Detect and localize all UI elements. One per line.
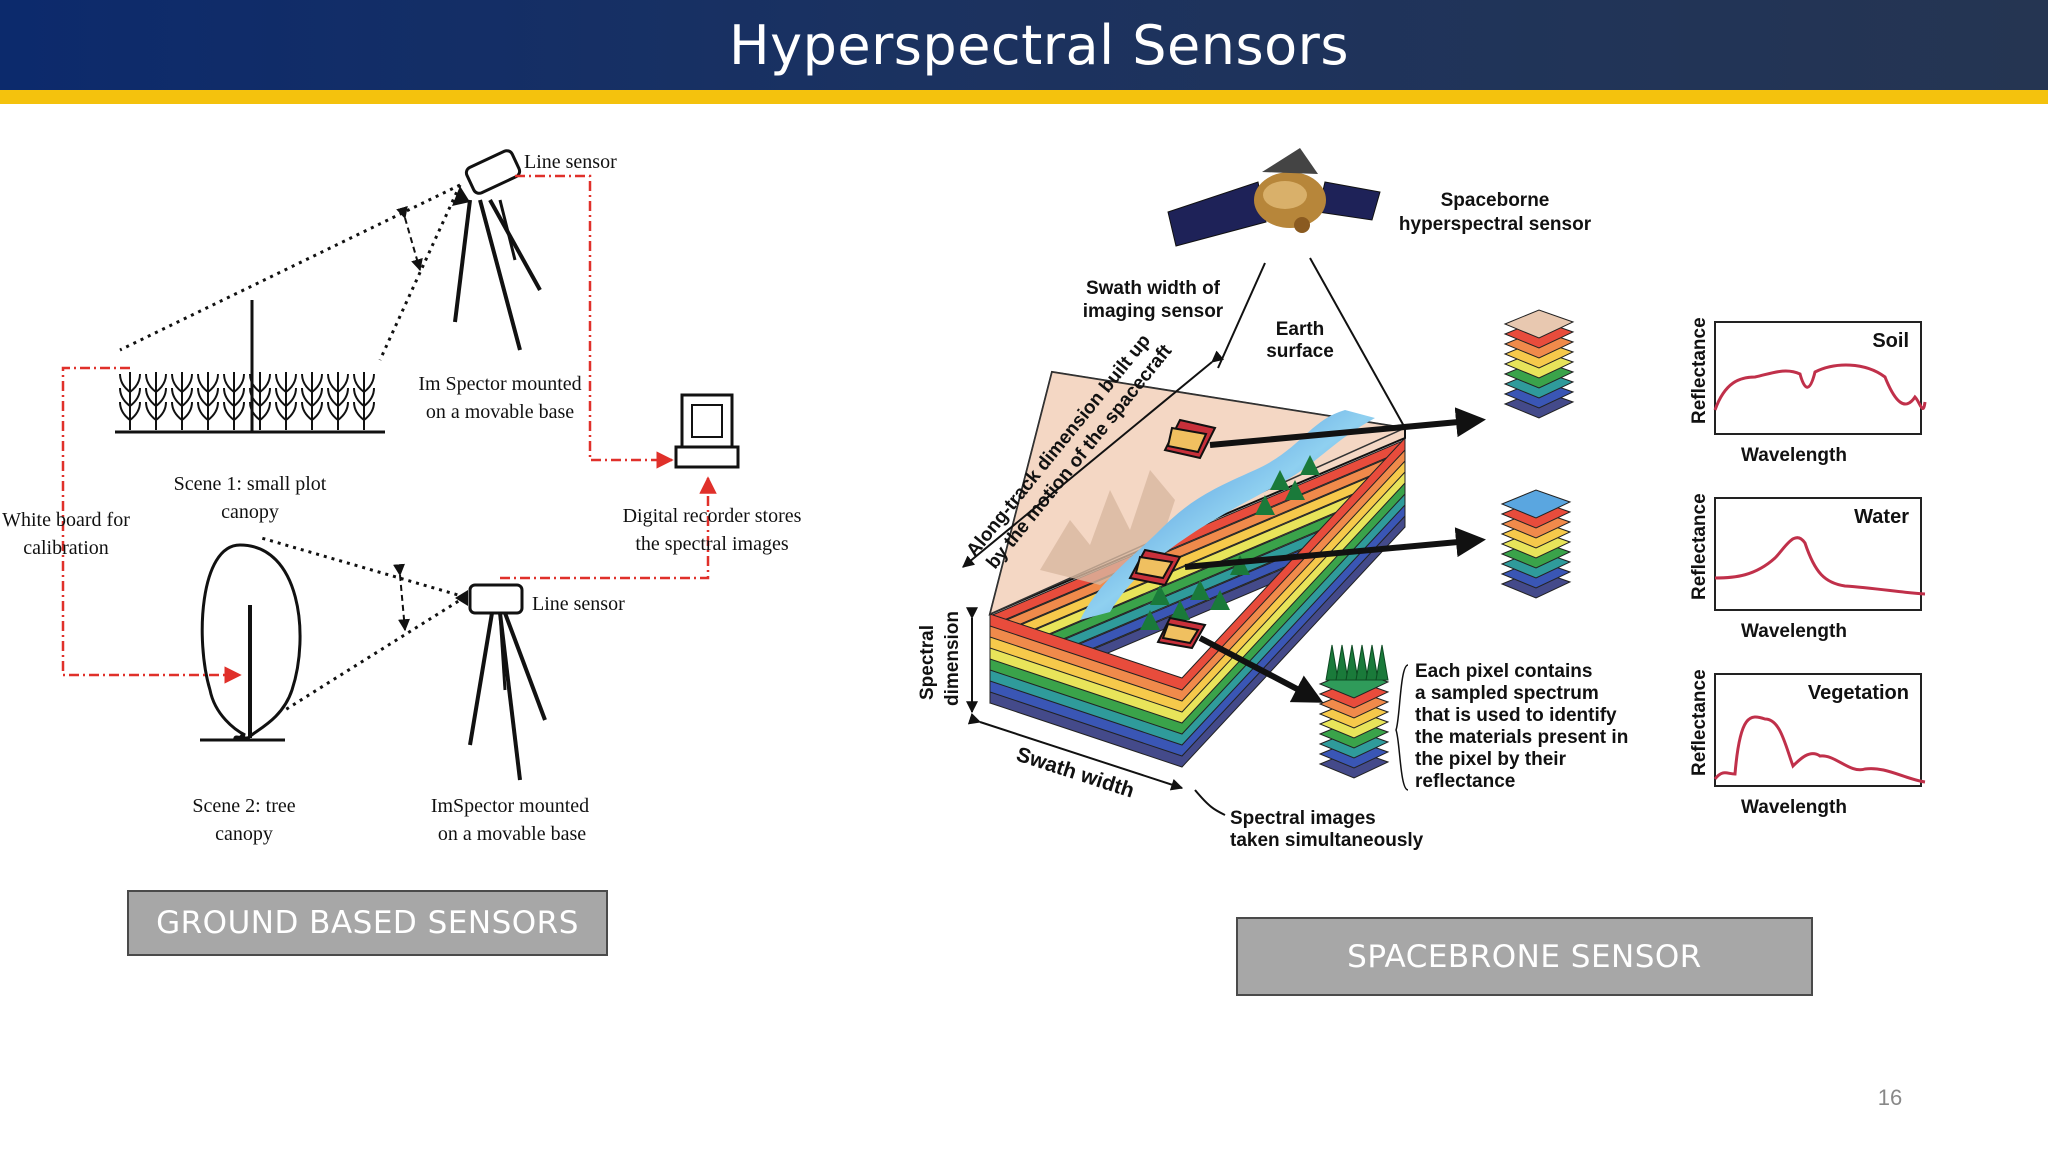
spectral-images-label-1: Spectral images xyxy=(1230,808,1376,829)
imspector-top-label-1: Im Spector mounted xyxy=(418,373,581,395)
scene2-label-2: canopy xyxy=(215,823,273,845)
white-board-label-2: calibration xyxy=(23,537,109,559)
slide-title: Hyperspectral Sensors xyxy=(729,13,1349,77)
spectrum-ylabel: Reflectance xyxy=(1689,317,1710,424)
crop-canopy-graphic xyxy=(119,372,375,430)
ground-diagram: Line sensor Im Spector mounted on a mova… xyxy=(2,149,802,845)
crop-plant xyxy=(171,372,193,430)
line-sensor-bottom-label: Line sensor xyxy=(532,593,625,615)
spectrum-label: Water xyxy=(1854,506,1909,528)
pixel-note-3: that is used to identify xyxy=(1415,705,1617,726)
satellite-graphic xyxy=(1167,148,1381,247)
vegetation-pixel-stack xyxy=(1318,644,1390,779)
scene1-label-2: canopy xyxy=(221,501,279,523)
crop-plant xyxy=(353,372,375,430)
spectral-dimension-label-1: Spectral xyxy=(917,625,938,700)
digital-recorder-label-1: Digital recorder stores xyxy=(623,505,802,527)
imspector-bottom-label-2: on a movable base xyxy=(438,823,586,845)
pixel-note-5: the pixel by their xyxy=(1415,749,1567,770)
soil-pixel-stack xyxy=(1503,309,1575,419)
crop-plant xyxy=(119,372,141,430)
spectrum-curve xyxy=(1713,363,1927,411)
spectrum-label: Vegetation xyxy=(1808,682,1909,704)
spectrum-ylabel: Reflectance xyxy=(1689,493,1710,600)
line-sensor-top-graphic xyxy=(452,149,542,351)
spectrum-xlabel: Wavelength xyxy=(1741,445,1847,466)
pixel-note-1: Each pixel contains xyxy=(1415,661,1592,682)
crop-plant xyxy=(249,372,271,430)
pixel-note-4: the materials present in xyxy=(1415,727,1628,748)
spaceborne-label-1: Spaceborne xyxy=(1441,190,1550,211)
ground-sensors-caption: GROUND BASED SENSORS xyxy=(127,890,608,956)
digital-recorder-label-2: the spectral images xyxy=(635,533,788,555)
crop-plant xyxy=(301,372,323,430)
spectrum-xlabel: Wavelength xyxy=(1741,797,1847,818)
spectral-dimension-label-2: dimension xyxy=(942,611,963,706)
crop-plant xyxy=(327,372,349,430)
reflectance-spectra: SoilReflectanceWavelengthWaterReflectanc… xyxy=(1689,317,1927,818)
earth-surface-label-2: surface xyxy=(1266,341,1334,362)
line-sensor-bottom-graphic xyxy=(455,583,547,781)
crop-plant xyxy=(275,372,297,430)
data-flow-lines xyxy=(61,174,717,684)
page-number: 16 xyxy=(1877,1085,1903,1110)
spaceborne-sensor-caption: SPACEBRONE SENSOR xyxy=(1236,917,1813,996)
spectrum-curve xyxy=(1713,715,1926,784)
spectral-images-label-2: taken simultaneously xyxy=(1230,830,1424,851)
imspector-top-label-2: on a movable base xyxy=(426,401,574,423)
crop-plant xyxy=(197,372,219,430)
spaceborne-label-2: hyperspectral sensor xyxy=(1399,214,1592,235)
digital-recorder-graphic xyxy=(674,393,740,469)
spectrum-xlabel: Wavelength xyxy=(1741,621,1847,642)
spectrum-ylabel: Reflectance xyxy=(1689,669,1710,776)
forest-graphic xyxy=(1140,455,1320,630)
crop-plant xyxy=(223,372,245,430)
spaceborne-diagram: Spaceborne hyperspectral sensor Swath wi… xyxy=(917,148,1927,851)
spectrum-curve xyxy=(1714,536,1926,596)
scene1-label-1: Scene 1: small plot xyxy=(174,473,327,495)
pixel-note-6: reflectance xyxy=(1415,771,1515,792)
swath-imaging-label-1: Swath width of xyxy=(1086,278,1221,299)
slide-header: Hyperspectral Sensors xyxy=(0,0,2048,104)
crop-plant xyxy=(145,372,167,430)
line-sensor-top-label: Line sensor xyxy=(524,151,617,173)
imspector-bottom-label-1: ImSpector mounted xyxy=(431,795,589,817)
scene2-label-1: Scene 2: tree xyxy=(192,795,295,817)
water-pixel-stack xyxy=(1500,489,1572,599)
swath-width-label: Swath width xyxy=(1013,743,1137,803)
pixel-note-2: a sampled spectrum xyxy=(1415,683,1599,704)
tree-canopy-graphic xyxy=(200,543,302,742)
spectrum-label: Soil xyxy=(1872,330,1909,352)
white-board-label-1: White board for xyxy=(2,509,130,531)
swath-imaging-label-2: imaging sensor xyxy=(1083,301,1224,322)
earth-surface-label-1: Earth xyxy=(1276,319,1325,340)
